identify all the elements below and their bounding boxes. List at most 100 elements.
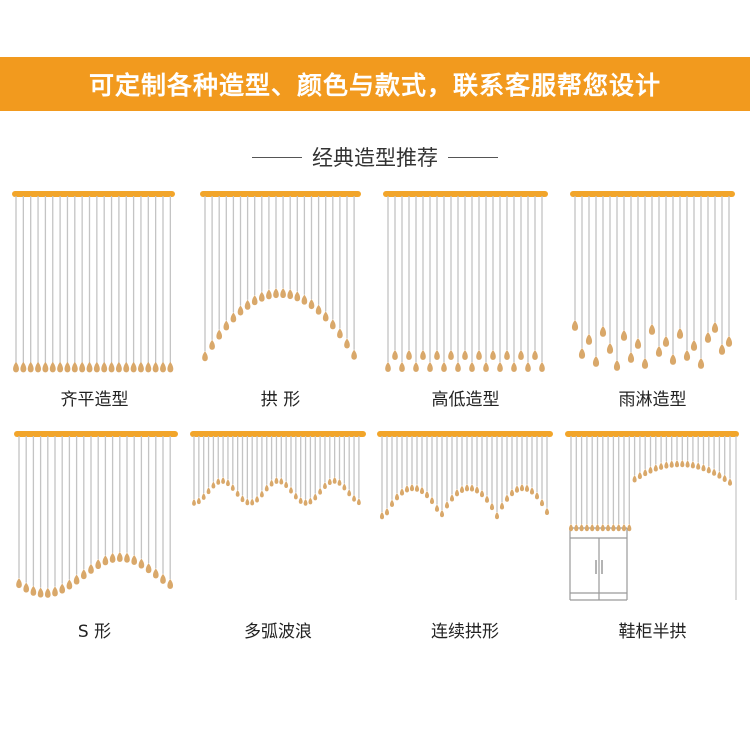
- bead-drop: [499, 502, 505, 510]
- style-card-s-curve[interactable]: S 形: [12, 428, 178, 650]
- bead-drop: [352, 494, 356, 502]
- bead-drop: [131, 554, 138, 565]
- bead-drop: [621, 524, 627, 532]
- bead-drop: [266, 289, 272, 300]
- bead-drop: [160, 573, 166, 584]
- bead-drop: [264, 484, 269, 492]
- title-rule-right: [448, 156, 498, 158]
- bead-drop: [676, 328, 684, 339]
- bead-drop: [298, 497, 303, 504]
- bead-drop: [308, 497, 313, 505]
- bead-drop: [697, 358, 705, 369]
- bead-drop: [632, 475, 637, 483]
- bead-drop: [284, 481, 289, 489]
- bead-drop: [606, 524, 611, 532]
- s-curve-curtain-illustration: [14, 431, 178, 598]
- bead-drop: [289, 486, 293, 494]
- bead-drop: [578, 348, 586, 359]
- style-card-continuous-arch[interactable]: 连续拱形: [377, 428, 553, 650]
- bead-drop: [406, 350, 412, 360]
- banner-text: 可定制各种造型、颜色与款式，联系客服帮您设计: [88, 71, 661, 100]
- bead-drop: [483, 362, 489, 372]
- bead-drop: [337, 479, 342, 486]
- bead-drop: [42, 362, 49, 373]
- bead-drop: [659, 462, 664, 470]
- bead-drop: [637, 471, 642, 480]
- bead-drop: [484, 495, 490, 503]
- style-card-flat[interactable]: 齐平造型: [12, 188, 177, 418]
- bead-drop: [616, 524, 621, 532]
- bead-drop: [64, 362, 71, 373]
- style-label: 鞋柜半拱: [618, 622, 687, 642]
- style-card-rain[interactable]: 雨淋造型: [570, 188, 735, 418]
- bead-drop: [344, 338, 350, 349]
- bead-drop: [167, 362, 174, 373]
- style-card-high-low[interactable]: 高低造型: [383, 188, 548, 418]
- bead-drop: [717, 471, 722, 479]
- bead-drop: [88, 563, 94, 574]
- bead-drop: [455, 362, 461, 372]
- bead-drop: [414, 484, 420, 492]
- bead-drop: [86, 362, 93, 373]
- style-card-arch[interactable]: 拱 形: [198, 188, 363, 418]
- style-label: 连续拱形: [431, 622, 499, 642]
- bead-drop: [313, 493, 318, 501]
- shoe-cabinet-curtain-illustration: [565, 431, 739, 601]
- bead-drop: [504, 494, 510, 502]
- bead-drop: [201, 493, 206, 500]
- bead-drop: [611, 524, 616, 532]
- bead-drop: [613, 360, 621, 371]
- bead-drop: [439, 510, 445, 518]
- bead-drop: [571, 320, 579, 331]
- bead-drop: [627, 352, 635, 363]
- bead-drop: [23, 582, 30, 593]
- bead-drop: [514, 485, 520, 493]
- style-card-multi-wave[interactable]: 多弧波浪: [190, 428, 366, 650]
- bead-drop: [441, 362, 447, 372]
- bead-drop: [727, 478, 733, 486]
- bead-drop: [595, 524, 600, 532]
- bead-drop: [497, 362, 503, 372]
- style-label: 雨淋造型: [618, 390, 687, 410]
- bead-drop: [293, 492, 298, 500]
- bead-drop: [329, 319, 336, 330]
- bead-drop: [16, 578, 22, 589]
- bead-drop: [384, 508, 390, 516]
- bead-drop: [462, 350, 468, 360]
- bead-drop: [534, 492, 540, 500]
- bead-drop: [337, 328, 343, 339]
- bead-drop: [109, 552, 116, 563]
- bead-drop: [464, 484, 470, 492]
- bead-drop: [413, 362, 419, 372]
- bead-drop: [294, 291, 301, 302]
- bead-drop: [108, 362, 115, 373]
- style-card-shoe-cabinet[interactable]: 鞋柜半拱: [565, 428, 740, 650]
- bead-drop: [37, 587, 44, 598]
- bead-drop: [240, 495, 245, 503]
- bead-drop: [379, 512, 385, 520]
- bead-drop: [489, 502, 495, 511]
- bead-drop: [250, 498, 255, 506]
- bead-drop: [641, 358, 649, 369]
- bead-drop: [606, 343, 614, 354]
- bead-drop: [71, 362, 78, 373]
- bead-drop: [152, 568, 159, 579]
- bead-drop: [385, 362, 391, 372]
- bead-drop: [13, 362, 19, 373]
- bead-drop: [116, 552, 123, 562]
- bead-drop: [27, 362, 34, 373]
- bead-drop: [524, 484, 530, 492]
- bead-drop: [124, 552, 130, 563]
- bead-drop: [509, 489, 515, 497]
- bead-drop: [138, 558, 145, 569]
- bead-drop: [73, 574, 80, 585]
- bead-drop: [244, 299, 251, 310]
- bead-drop: [287, 289, 294, 300]
- bead-drop: [469, 484, 475, 492]
- bead-drop: [490, 350, 496, 360]
- bead-drop: [209, 339, 215, 350]
- bead-drop: [683, 350, 691, 361]
- bead-drop: [409, 484, 415, 492]
- style-label: S 形: [77, 622, 112, 642]
- bead-drop: [30, 585, 37, 596]
